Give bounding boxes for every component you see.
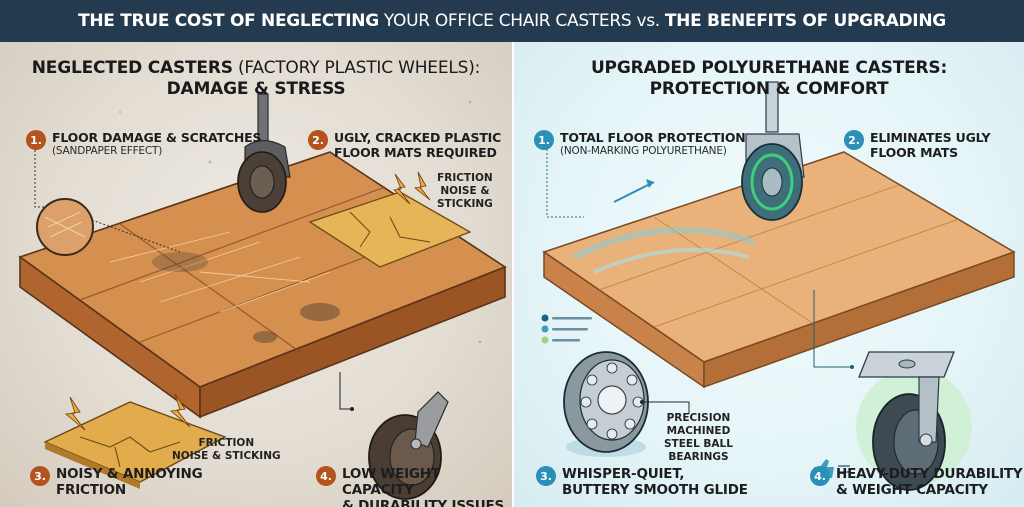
neglected-point-1: 1. FLOOR DAMAGE & SCRATCHES(SANDPAPER EF… [26, 130, 261, 158]
point-title: LOW WEIGHT CAPACITY [342, 466, 440, 498]
upgraded-title-line-1: UPGRADED POLYURETHANE CASTERS: [590, 58, 948, 78]
point-detail: (SANDPAPER EFFECT) [52, 145, 163, 157]
number-badge: 2. [844, 130, 864, 150]
point-detail: FRICTION [56, 482, 126, 498]
friction-callout-bottom: FRICTION NOISE & STICKING [172, 437, 281, 463]
point-title: TOTAL FLOOR PROTECTION [560, 130, 746, 145]
point-detail: & DURABILITY ISSUES [342, 498, 505, 507]
point-title: UGLY, CRACKED PLASTIC [334, 130, 502, 145]
upgraded-floor-illustration [541, 81, 1016, 491]
number-badge: 1. [534, 130, 554, 150]
callout-line: FRICTION [198, 437, 255, 449]
upgraded-point-4: 4. HEAVY-DUTY DURABILITY& WEIGHT CAPACIT… [810, 466, 1023, 498]
upgraded-casters-panel: UPGRADED POLYURETHANE CASTERS: PROTECTIO… [514, 42, 1024, 507]
list-icon [541, 314, 592, 344]
number-badge: 2. [308, 130, 328, 150]
infographic-title: THE TRUE COST OF NEGLECTING YOUR OFFICE … [0, 0, 1024, 42]
title-part-1: THE TRUE COST OF NEGLECTING [78, 11, 379, 31]
point-detail: (NON-MARKING POLYURETHANE) [560, 145, 727, 157]
callout-line: FRICTION [437, 172, 493, 184]
number-badge: 3. [536, 466, 556, 486]
upgraded-title-line-2: PROTECTION & COMFORT [649, 79, 889, 99]
point-title: HEAVY-DUTY DURABILITY [836, 466, 1023, 482]
friction-callout-top: FRICTION NOISE & STICKING [437, 172, 493, 211]
title-part-2: YOUR OFFICE CHAIR CASTERS vs. [383, 11, 660, 31]
point-detail: FLOOR MATS REQUIRED [334, 145, 497, 160]
neglected-point-4: 4. LOW WEIGHT CAPACITY& DURABILITY ISSUE… [316, 466, 512, 507]
point-title: FLOOR DAMAGE & SCRATCHES [52, 130, 262, 145]
neglected-casters-panel: NEGLECTED CASTERS (FACTORY PLASTIC WHEEL… [0, 42, 512, 507]
neglected-panel-title: NEGLECTED CASTERS (FACTORY PLASTIC WHEEL… [0, 58, 512, 100]
callout-line: STICKING [437, 198, 493, 210]
callout-line: BEARINGS [668, 451, 729, 463]
neglected-subtitle: DAMAGE & STRESS [166, 79, 346, 99]
neglected-floor-illustration [18, 93, 507, 500]
callout-line: NOISE & [440, 185, 490, 197]
number-badge: 4. [810, 466, 830, 486]
upgraded-point-3: 3. WHISPER-QUIET,BUTTERY SMOOTH GLIDE [536, 466, 748, 498]
number-badge: 4. [316, 466, 336, 486]
point-detail: FLOOR MATS [870, 145, 958, 160]
panel-divider [512, 42, 514, 507]
number-badge: 1. [26, 130, 46, 150]
callout-line: MACHINED [666, 425, 731, 437]
title-part-3: THE BENEFITS OF UPGRADING [664, 11, 946, 31]
point-detail: BUTTERY SMOOTH GLIDE [562, 482, 748, 498]
neglected-title-light: (FACTORY PLASTIC WHEELS): [237, 58, 481, 78]
point-title: NOISY & ANNOYING [56, 466, 203, 482]
neglected-title-bold: NEGLECTED CASTERS [31, 58, 233, 78]
callout-line: PRECISION [666, 412, 731, 424]
callout-line: NOISE & STICKING [172, 450, 281, 462]
point-detail: & WEIGHT CAPACITY [836, 482, 988, 498]
bearings-callout: PRECISION MACHINED STEEL BALL BEARINGS [664, 412, 733, 464]
upgraded-point-1: 1. TOTAL FLOOR PROTECTION(NON-MARKING PO… [534, 130, 746, 158]
point-title: WHISPER-QUIET, [562, 466, 685, 482]
upgraded-panel-title: UPGRADED POLYURETHANE CASTERS: PROTECTIO… [514, 58, 1024, 100]
number-badge: 3. [30, 466, 50, 486]
callout-line: STEEL BALL [664, 438, 733, 450]
point-title: ELIMINATES UGLY [870, 130, 991, 145]
